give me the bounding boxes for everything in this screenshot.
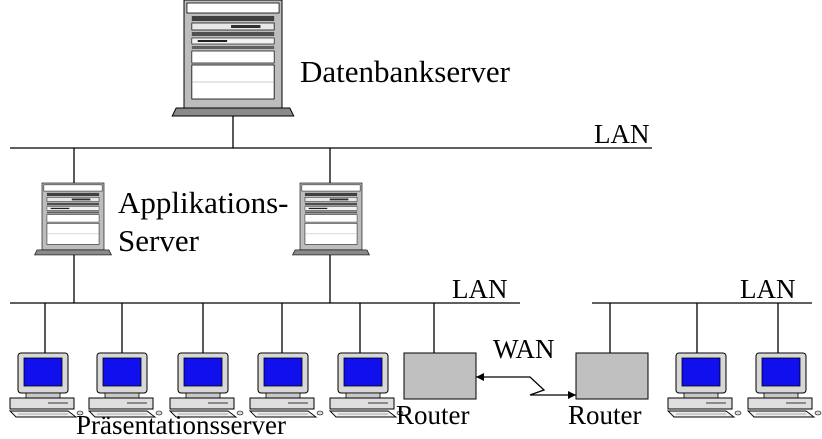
application-server-2-icon — [292, 182, 370, 256]
network-lines — [10, 116, 812, 399]
wan-label: WAN — [493, 334, 555, 364]
application-server-label-line2: Server — [118, 223, 200, 258]
router-right-icon — [575, 352, 649, 400]
lan-right-label: LAN — [740, 274, 796, 304]
router-right-label: Router — [568, 400, 642, 430]
desktop-computer-icon — [169, 352, 244, 418]
lan-top-label: LAN — [594, 119, 650, 149]
desktop-computer-icon — [329, 352, 404, 418]
desktop-computer-icon — [249, 352, 324, 418]
router-left-label: Router — [396, 400, 470, 430]
database-server-icon — [171, 0, 295, 117]
desktop-computer-icon — [9, 352, 84, 418]
lan-mid-label: LAN — [452, 274, 508, 304]
wan-arrow-right — [568, 391, 576, 399]
database-server-label: Datenbankserver — [300, 54, 511, 89]
application-server-label-line1: Applikations- — [118, 185, 289, 220]
router-left-icon — [403, 352, 477, 400]
presentation-server-label: Präsentationsserver — [76, 410, 286, 439]
application-server-1-icon — [34, 182, 112, 256]
wan-link — [476, 376, 576, 396]
wan-arrow-left — [476, 373, 484, 381]
desktop-computer-icon — [747, 352, 822, 418]
desktop-computer-icon — [667, 352, 742, 418]
desktop-computer-icon — [88, 352, 163, 418]
